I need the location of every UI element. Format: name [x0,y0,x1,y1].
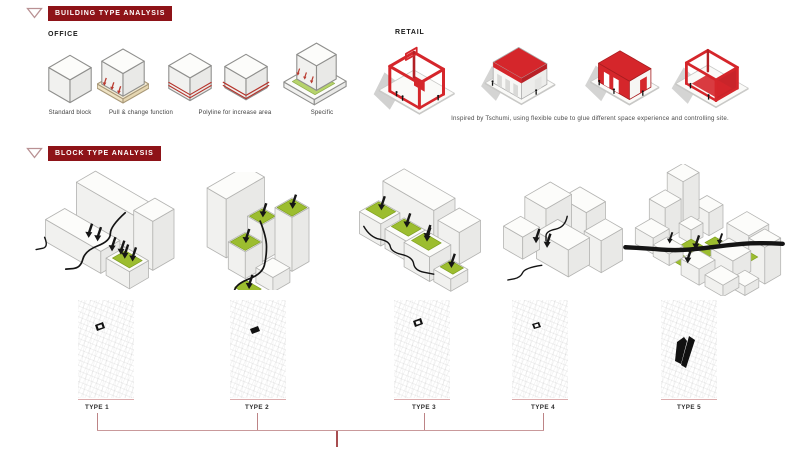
office-cube-polyline-illustration-1 [168,52,212,102]
site-map-type-1 [78,300,134,398]
map-underline [394,399,450,400]
retail-section-title: RETAIL [395,29,425,36]
office-cube-pull-change-illustration [97,48,149,104]
bracket-tick-type-1 [97,413,99,430]
site-marker-icon [413,318,423,327]
office-cube-standard-block-illustration [48,54,92,104]
retail-frame-cube-illustration [373,46,455,115]
map-underline [512,399,568,400]
office-section-title: OFFICE [48,31,79,38]
site-marker-icon [95,322,105,331]
office-label-specific: Specific [310,110,334,116]
map-underline [661,399,717,400]
office-cube-polyline-illustration-2 [222,53,270,101]
block-type-4-diagram [503,181,623,281]
office-cube-specific-illustration [283,42,347,106]
chevron-down-icon [26,147,43,159]
block-type-3-diagram [359,168,481,292]
block-type-2-diagram [206,172,310,290]
retail-solid-shop-illustration [481,46,556,106]
type-2-label: TYPE 2 [244,404,270,411]
office-label-pull-change: Pull & change function [108,110,174,116]
type-1-label: TYPE 1 [84,404,110,411]
retail-open-shop-illustration [585,50,660,106]
block-type-5-diagram [623,164,785,296]
map-underline [230,399,286,400]
office-label-polyline: Polyline for increase area [198,110,272,116]
type-4-label: TYPE 4 [530,404,556,411]
bracket-horizontal-line [97,430,544,432]
office-label-standard-block: Standard block [48,110,92,116]
block-type-analysis-banner: BLOCK TYPE ANALYSIS [48,146,161,161]
site-marker-icon [250,326,260,334]
bracket-center-drop [336,431,338,447]
site-map-type-2 [230,300,286,398]
bracket-tick-type-4 [543,413,545,430]
type-3-label: TYPE 3 [411,404,437,411]
site-map-type-4 [512,300,568,398]
bracket-tick-type-3 [424,413,426,430]
site-map-type-5 [661,300,717,398]
type-5-label: TYPE 5 [676,404,702,411]
bracket-tick-type-2 [257,413,259,430]
retail-caption: Inspired by Tschumi, using flexible cube… [451,115,729,122]
retail-hybrid-frame-illustration [671,49,749,109]
chevron-down-icon [26,7,43,19]
building-type-analysis-banner: BUILDING TYPE ANALYSIS [48,6,173,21]
map-underline [78,399,134,400]
block-type-1-diagram [35,170,175,290]
site-map-type-3 [394,300,450,398]
site-marker-icon [675,336,695,368]
site-marker-icon [532,322,541,329]
